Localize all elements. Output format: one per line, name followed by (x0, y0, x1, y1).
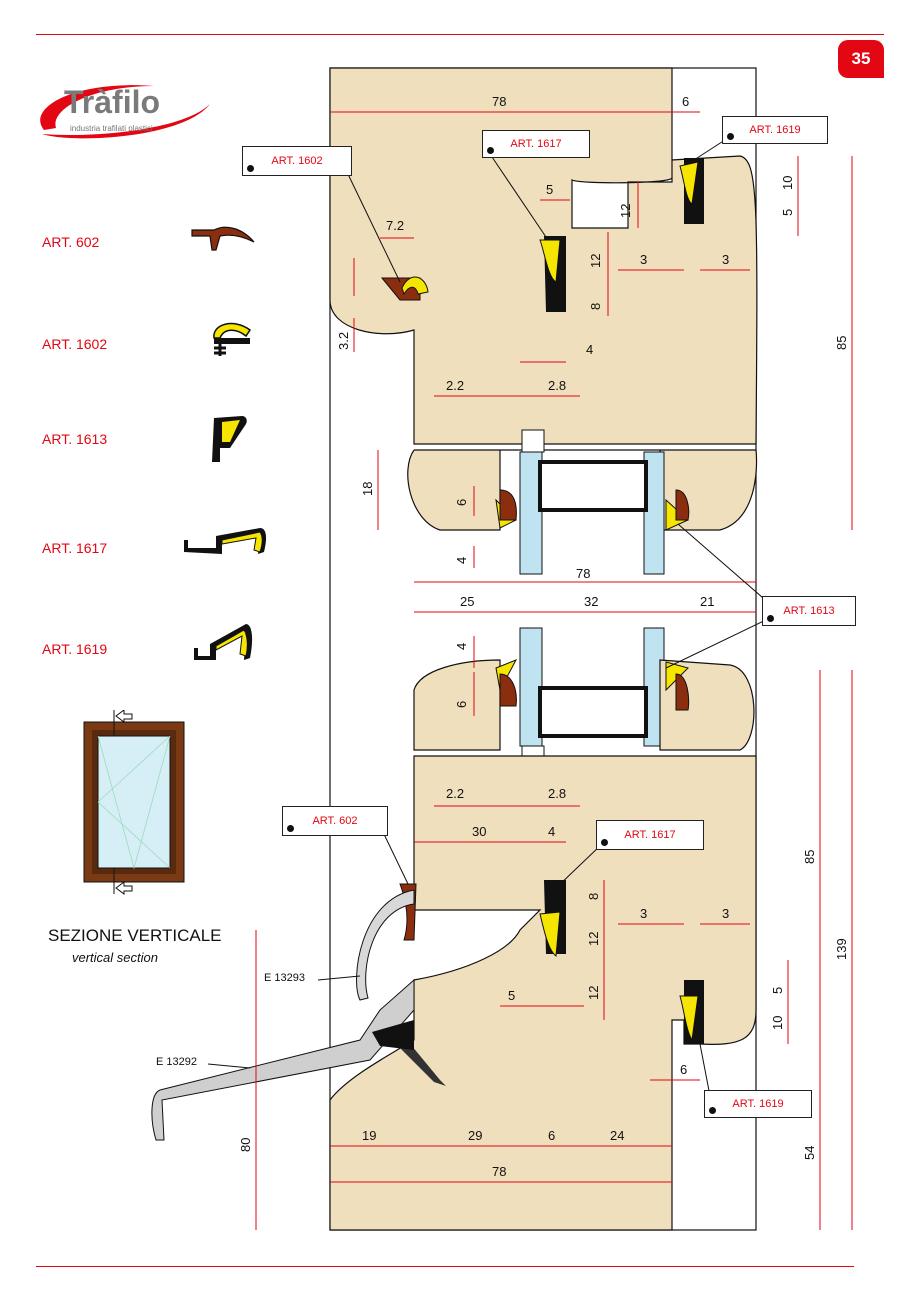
profile-1602-icon (213, 322, 252, 356)
brand-logo: Tràfilo industria trafilati plastici (34, 78, 220, 142)
part-code-drip: E 13293 (264, 972, 305, 984)
dim-5-top: 5 (546, 182, 553, 197)
callout-art-602: ART. 602 (282, 806, 388, 836)
dim-5-bottom: 5 (508, 988, 515, 1003)
dim-3-2: 3.2 (336, 332, 351, 350)
dim-29: 29 (468, 1128, 482, 1143)
dim-7-2: 7.2 (386, 218, 404, 233)
dim-78-top: 78 (492, 94, 506, 109)
dim-5-right-top: 5 (780, 209, 795, 216)
dim-30: 30 (472, 824, 486, 839)
window-thumbnail-icon (83, 710, 185, 895)
dim-80: 80 (238, 1138, 253, 1152)
part-code-sill: E 13292 (156, 1056, 197, 1068)
dim-12-b: 12 (588, 254, 603, 268)
dim-2-8-top: 2.8 (548, 378, 566, 393)
logo-tagline: industria trafilati plastici (70, 124, 153, 133)
caption-subtitle: vertical section (72, 950, 158, 965)
dim-12-c: 12 (586, 932, 601, 946)
callout-art-1602: ART. 1602 (242, 146, 352, 176)
dim-24: 24 (610, 1128, 624, 1143)
dim-8-bottom: 8 (586, 893, 601, 900)
dim-2-2-top: 2.2 (446, 378, 464, 393)
dim-78-mid: 78 (576, 566, 590, 581)
dim-3-c: 3 (640, 906, 647, 921)
profile-1613-icon (212, 416, 247, 462)
page-number: 35 (838, 40, 884, 78)
dim-12-d: 12 (586, 986, 601, 1000)
dim-2-2-bottom: 2.2 (446, 786, 464, 801)
callout-art-1619-bottom: ART. 1619 (704, 1090, 812, 1118)
profile-1619-icon (194, 624, 253, 660)
dim-32: 32 (584, 594, 598, 609)
dim-6-base: 6 (548, 1128, 555, 1143)
logo-swoosh-icon (40, 85, 210, 139)
dim-6-top: 6 (682, 94, 689, 109)
caption-title: SEZIONE VERTICALE (48, 926, 222, 945)
legend-label-602: ART. 602 (42, 234, 100, 250)
legend-label-1619: ART. 1619 (42, 641, 108, 657)
dim-139: 139 (834, 938, 849, 960)
dim-85-top: 85 (834, 336, 849, 350)
dim-10-top: 10 (780, 176, 795, 190)
callout-art-1613: ART. 1613 (762, 596, 856, 626)
footer-rule (36, 1266, 854, 1267)
dim-6-glass-top: 6 (454, 499, 469, 506)
legend-label-1613: ART. 1613 (42, 431, 108, 447)
profile-1617-icon (184, 528, 267, 554)
dim-8-top: 8 (588, 303, 603, 310)
callout-art-1619-top: ART. 1619 (722, 116, 828, 144)
callout-art-1617-bottom: ART. 1617 (596, 820, 704, 850)
dim-3-a: 3 (640, 252, 647, 267)
callout-art-1617-top: ART. 1617 (482, 130, 590, 158)
dim-78-bottom: 78 (492, 1164, 506, 1179)
dim-2-8-bottom: 2.8 (548, 786, 566, 801)
dim-4-glass-bottom: 4 (454, 643, 469, 650)
dim-85-bottom: 85 (802, 850, 817, 864)
dim-21: 21 (700, 594, 714, 609)
legend-label-1617: ART. 1617 (42, 540, 108, 556)
dim-19: 19 (362, 1128, 376, 1143)
logo-text: Tràfilo (64, 84, 161, 120)
dim-12-a: 12 (618, 204, 633, 218)
dim-4-bottom: 4 (548, 824, 555, 839)
bottom-sash-wood (329, 755, 757, 1231)
dim-54: 54 (802, 1146, 817, 1160)
dim-6-glass-bottom: 6 (454, 701, 469, 708)
dim-10-bottom: 10 (770, 1016, 785, 1030)
header-rule (36, 34, 884, 35)
dim-4-top: 4 (586, 342, 593, 357)
top-sash-wood (329, 67, 758, 445)
profile-602-icon (191, 226, 255, 251)
dim-3-b: 3 (722, 252, 729, 267)
dim-3-d: 3 (722, 906, 729, 921)
dim-25: 25 (460, 594, 474, 609)
dim-5-right-bottom: 5 (770, 987, 785, 994)
dim-6-bottom: 6 (680, 1062, 687, 1077)
dim-4-glass-top: 4 (454, 557, 469, 564)
dim-18: 18 (360, 482, 375, 496)
legend-label-1602: ART. 1602 (42, 336, 108, 352)
